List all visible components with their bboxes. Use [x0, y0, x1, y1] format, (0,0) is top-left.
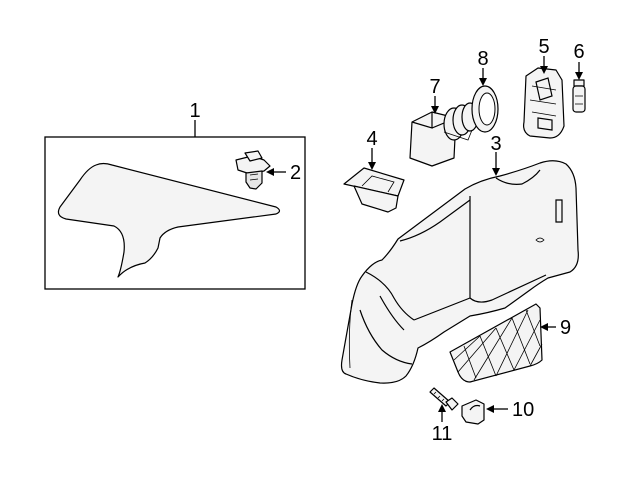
- leader-lines: [194, 56, 583, 422]
- lamp-housing-drawing[interactable]: [409, 102, 479, 167]
- callout-2: 2: [290, 162, 301, 184]
- callout-8: 8: [477, 48, 488, 70]
- callout-1: 1: [189, 100, 200, 122]
- quarter-trim-panel-drawing[interactable]: [57, 162, 281, 278]
- storage-bracket-drawing[interactable]: [523, 67, 565, 139]
- cargo-net-drawing[interactable]: [449, 303, 543, 383]
- bulb-socket-drawing[interactable]: [572, 79, 586, 113]
- callout-7: 7: [429, 76, 440, 98]
- callout-9: 9: [560, 317, 571, 339]
- callout-11: 11: [432, 423, 453, 445]
- retainer-clip-drawing[interactable]: [235, 150, 271, 190]
- callout-4: 4: [366, 128, 377, 150]
- trunk-side-trim-drawing[interactable]: [340, 160, 579, 384]
- callout-6: 6: [573, 41, 584, 63]
- callout-labels: 1 2 3 4 5 6 7 8 9 10 11: [189, 36, 584, 445]
- trim-cover-drawing[interactable]: [343, 167, 405, 213]
- part-1-frame: [44, 136, 306, 290]
- callout-3: 3: [490, 133, 501, 155]
- callout-5: 5: [538, 36, 549, 58]
- bolt-drawing[interactable]: [429, 387, 459, 411]
- callout-10: 10: [512, 399, 534, 421]
- hook-clip-drawing[interactable]: [461, 399, 485, 425]
- sealing-ring-drawing[interactable]: [471, 85, 499, 133]
